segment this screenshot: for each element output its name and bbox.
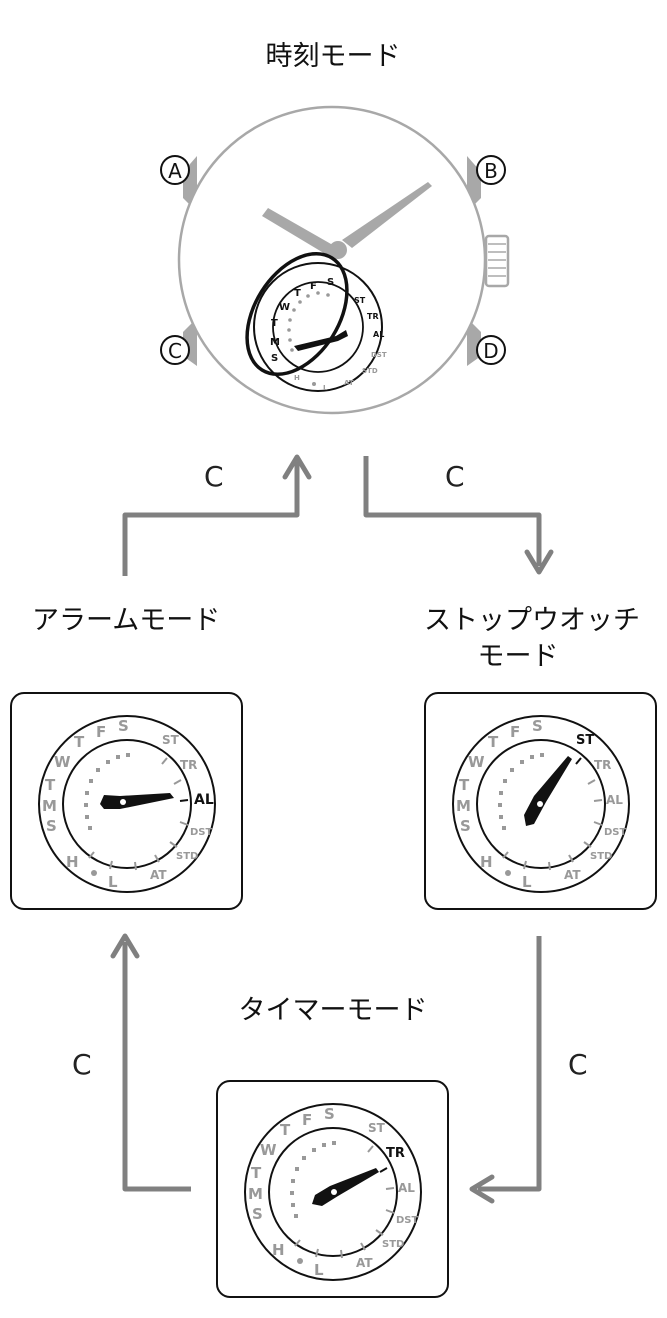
svg-text:H: H [66,853,79,871]
svg-text:ST: ST [354,296,366,305]
arrow-c-label-top-left: C [204,460,224,493]
svg-text:F: F [510,723,520,741]
svg-text:S: S [271,353,278,364]
timer-dial-hand [312,1168,379,1206]
svg-text:TR: TR [367,312,379,321]
svg-text:H: H [480,853,493,871]
svg-text:DST: DST [604,827,627,838]
svg-text:S: S [327,277,334,288]
stopwatch-mode-dial-frame: S M T W T F S H L ST TR AL DST STD AT [424,692,657,910]
alarm-mode-dial-frame: S M T W T F S H L ST TR DST STD AT AL [10,692,243,910]
svg-text:AL: AL [194,792,214,808]
svg-text:DST: DST [371,351,387,359]
arrow-timekeeping-to-stopwatch [363,456,542,566]
watch-illustration: S M T W T F S ST TR AL DST STD AT H L A … [160,105,510,415]
svg-text:T: T [251,1164,262,1182]
arrow-timer-to-alarm [122,942,191,1192]
svg-text:ST: ST [368,1121,386,1135]
button-b-label: B [484,159,498,183]
timer-mode-dial-frame: S M T W T F S H L ST AL DST STD AT TR [216,1080,449,1298]
svg-text:AT: AT [356,1256,373,1270]
svg-text:F: F [310,281,317,292]
svg-text:AT: AT [150,868,167,882]
svg-text:L: L [314,1261,324,1279]
svg-text:STD: STD [382,1239,404,1250]
svg-text:ST: ST [576,733,594,748]
svg-text:W: W [279,302,290,313]
alarm-mode-dial: S M T W T F S H L ST TR DST STD AT AL [38,715,216,893]
svg-text:T: T [459,776,470,794]
arrow-c-label-top-right: C [445,460,465,493]
timekeeping-mode-label: 時刻モード [265,41,401,72]
svg-text:T: T [45,776,56,794]
svg-text:S: S [252,1205,263,1223]
sub-dial: S M T W T F S ST TR AL DST STD AT H L [253,262,387,392]
svg-text:T: T [74,733,85,751]
svg-text:H: H [294,374,300,382]
svg-text:S: S [460,817,471,835]
svg-text:M: M [248,1185,263,1203]
svg-text:T: T [271,318,278,329]
svg-text:DST: DST [396,1215,419,1226]
svg-text:STD: STD [590,851,612,862]
svg-text:L: L [108,873,118,891]
svg-text:AL: AL [606,793,623,807]
svg-text:STD: STD [362,367,378,375]
hand-hub [329,241,347,259]
svg-text:AL: AL [398,1181,415,1195]
svg-text:F: F [96,723,106,741]
svg-text:M: M [456,797,471,815]
stopwatch-mode-dial: S M T W T F S H L ST TR AL DST STD AT [452,715,630,893]
button-letters: A B C D [160,155,506,365]
svg-text:H: H [272,1241,285,1259]
svg-text:S: S [118,717,129,735]
alarm-dial-hand [100,793,174,809]
svg-text:M: M [270,337,280,348]
svg-text:S: S [532,717,543,735]
svg-text:DST: DST [190,827,213,838]
svg-text:S: S [46,817,57,835]
arrow-stopwatch-to-timer [478,936,542,1192]
svg-text:AL: AL [373,330,384,339]
arrow-c-label-bottom-right: C [568,1048,588,1081]
day-indicator-highlight [245,252,349,376]
minute-hand [342,182,432,248]
arrow-c-label-bottom-left: C [72,1048,92,1081]
svg-text:T: T [488,733,499,751]
svg-text:T: T [280,1121,291,1139]
svg-text:AT: AT [344,379,354,387]
svg-text:W: W [260,1141,277,1159]
hour-hand [262,208,338,258]
stopwatch-dial-hand [524,756,572,826]
svg-text:M: M [42,797,57,815]
svg-text:F: F [302,1111,312,1129]
svg-text:W: W [54,753,71,771]
arrow-alarm-to-timekeeping [122,462,300,576]
button-c-label: C [168,339,182,363]
svg-text:L: L [323,384,328,392]
alarm-mode-label: アラームモード [32,605,221,636]
svg-text:S: S [324,1105,335,1123]
svg-text:STD: STD [176,851,198,862]
svg-text:L: L [522,873,532,891]
stopwatch-mode-label-line2: モード [477,641,559,672]
svg-text:ST: ST [162,733,180,747]
button-d-label: D [483,339,498,363]
svg-text:TR: TR [594,758,611,772]
timer-mode-label: タイマーモード [238,995,428,1026]
svg-text:AT: AT [564,868,581,882]
svg-text:W: W [468,753,485,771]
button-a-label: A [168,159,182,183]
timer-mode-dial: S M T W T F S H L ST AL DST STD AT TR [244,1103,422,1281]
svg-text:TR: TR [386,1146,405,1161]
svg-text:TR: TR [180,758,197,772]
stopwatch-mode-label-line1: ストップウオッチ [424,605,640,636]
svg-text:T: T [294,288,301,299]
sub-dial-hand [294,330,348,351]
